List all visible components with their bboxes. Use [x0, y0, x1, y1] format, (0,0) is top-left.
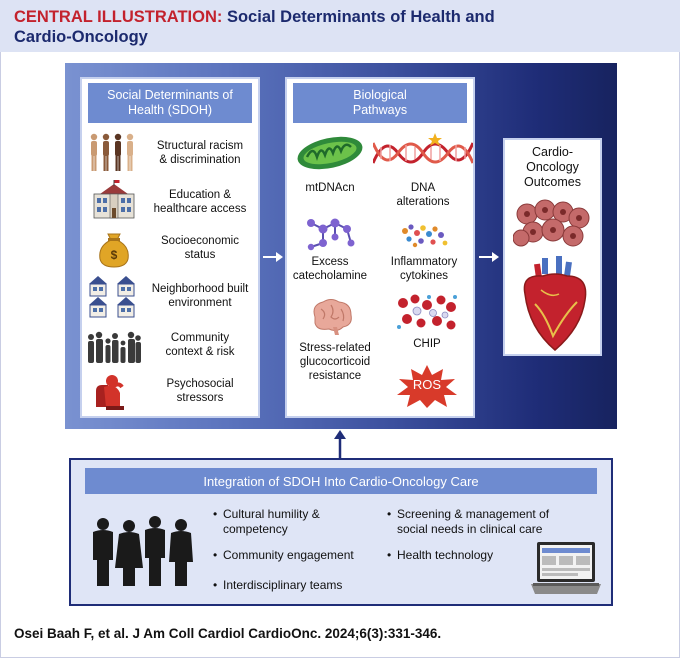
bullet-dot: •: [213, 548, 218, 562]
outcomes-title-line3: Outcomes: [524, 175, 581, 189]
outcomes-title-line1: Cardio-: [532, 145, 573, 159]
sdoh-column: Social Determinants of Health (SDOH) Str…: [80, 77, 260, 418]
sdoh-item-label: Structural racism: [156, 140, 244, 152]
bullet-dot: •: [213, 578, 218, 592]
stressed-person-icon: [96, 375, 124, 410]
mitochondria-icon: [297, 136, 363, 170]
page-title: CENTRAL ILLUSTRATION: Social Determinant…: [14, 7, 495, 27]
bio-item-label: Excess: [311, 256, 349, 268]
sdoh-item-label: context & risk: [165, 346, 235, 358]
sdoh-item-label: stressors: [176, 392, 224, 404]
svg-text:$: $: [111, 248, 118, 262]
citation: Osei Baah F, et al. J Am Coll Cardiol Ca…: [14, 626, 442, 641]
sdoh-item-label: Neighborhood built: [151, 283, 249, 295]
bio-item-label: CHIP: [413, 338, 441, 350]
bullet-text: Screening & management of: [397, 507, 550, 521]
bio-item-label: DNA: [410, 182, 436, 194]
heart-icon: [523, 256, 587, 351]
bullet-health-technology: • Health technology: [387, 548, 493, 563]
sdoh-item-label: healthcare access: [153, 203, 247, 215]
dna-helix-icon: [373, 133, 473, 164]
sdoh-item-label: & discrimination: [159, 154, 241, 166]
bio-header-line2: Pathways: [352, 103, 408, 117]
care-team-silhouettes-icon: [93, 516, 193, 586]
outcomes-column: Cardio- Oncology Outcomes: [503, 138, 602, 356]
sdoh-header-line2: Health (SDOH): [127, 103, 213, 117]
bio-item-label: cytokines: [400, 270, 448, 282]
sdoh-header-line1: Social Determinants of: [107, 88, 233, 102]
school-building-icon: [93, 180, 135, 219]
outcomes-title-line2: Oncology: [526, 160, 579, 174]
bullet-text: Health technology: [397, 548, 494, 562]
bullet-interdisciplinary-teams: • Interdisciplinary teams: [213, 578, 342, 593]
bio-item-label: Inflammatory: [390, 256, 458, 268]
title-text-line1: Social Determinants of Health and: [226, 8, 495, 26]
title-label: CENTRAL ILLUSTRATION:: [14, 8, 223, 26]
houses-icon: [89, 276, 135, 318]
sdoh-item-socioeconomic: $ Socioeconomic status: [82, 226, 258, 270]
sdoh-item-label: Socioeconomic: [161, 235, 239, 247]
bio-item-mtdnacn: mtDNAcn: [289, 133, 371, 215]
blood-cells-icon: [397, 294, 457, 330]
brain-icon: [313, 299, 352, 335]
sdoh-item-label: Education &: [168, 189, 231, 201]
sdoh-item-label: environment: [168, 297, 232, 309]
money-bag-icon: $: [99, 233, 129, 268]
laptop-icon: [531, 542, 601, 594]
bullet-cultural-humility: • Cultural humility & competency: [213, 507, 320, 537]
molecule-icon: [307, 218, 355, 251]
bullet-text: Interdisciplinary teams: [223, 578, 343, 592]
title-text-line2: Cardio-Oncology: [14, 28, 148, 46]
bullet-text: Cultural humility &: [223, 507, 320, 521]
arrow-up-icon: [334, 430, 346, 458]
bio-item-label: resistance: [308, 370, 362, 382]
title-bar: CENTRAL ILLUSTRATION: Social Determinant…: [0, 0, 680, 52]
bio-item-cytokines: Inflammatory cytokines: [379, 215, 469, 287]
bullet-dot: •: [387, 548, 392, 562]
tumor-cells-icon: [513, 199, 590, 247]
bio-header: Biological Pathways: [293, 83, 467, 123]
biological-pathways-column: Biological Pathways mtDNAcn DNA alterati…: [285, 77, 475, 418]
outcomes-title: Cardio- Oncology Outcomes: [505, 145, 600, 190]
bio-item-label: mtDNAcn: [305, 182, 355, 194]
bullet-text: social needs in clinical care: [397, 522, 543, 536]
sdoh-item-label: status: [184, 249, 216, 261]
bullet-dot: •: [213, 507, 218, 521]
sdoh-item-label: Community: [170, 332, 230, 344]
bio-item-ros: ROS: [395, 363, 459, 409]
bio-header-line1: Biological: [353, 88, 407, 102]
bullet-text: competency: [223, 522, 288, 536]
arrow-right-icon: [263, 252, 283, 262]
bullet-text: Community engagement: [223, 548, 354, 562]
bullet-dot: •: [387, 507, 392, 521]
ros-burst-icon: [397, 365, 457, 408]
sdoh-item-education: Education & healthcare access: [82, 180, 258, 224]
bio-item-catecholamine: Excess catecholamine: [289, 215, 371, 287]
people-silhouettes-icon: [90, 133, 134, 171]
bio-item-label: alterations: [396, 196, 450, 208]
crowd-silhouette-icon: [88, 331, 141, 363]
sdoh-item-label: Psychosocial: [166, 378, 234, 390]
sdoh-item-structural-racism: Structural racism & discrimination: [82, 131, 258, 175]
bullet-community-engagement: • Community engagement: [213, 548, 354, 563]
integration-header: Integration of SDOH Into Cardio-Oncology…: [85, 468, 597, 494]
bio-item-glucocorticoid: Stress-related glucocorticoid resistance: [289, 297, 381, 387]
bio-item-chip: CHIP: [385, 293, 469, 353]
bullet-screening: • Screening & management of social needs…: [387, 507, 549, 537]
cytokines-icon: [402, 224, 448, 248]
ros-label: ROS: [412, 377, 442, 392]
arrow-right-icon: [479, 252, 499, 262]
sdoh-item-neighborhood: Neighborhood built environment: [82, 274, 258, 318]
bio-item-label: catecholamine: [292, 270, 368, 282]
bio-item-label: glucocorticoid: [299, 356, 371, 368]
sdoh-item-psychosocial: Psychosocial stressors: [82, 369, 258, 413]
sdoh-item-community: Community context & risk: [82, 323, 258, 367]
integration-panel: Integration of SDOH Into Cardio-Oncology…: [69, 458, 613, 606]
bio-item-dna: DNA alterations: [373, 133, 473, 215]
bio-item-label: Stress-related: [299, 342, 371, 354]
sdoh-header: Social Determinants of Health (SDOH): [88, 83, 252, 123]
